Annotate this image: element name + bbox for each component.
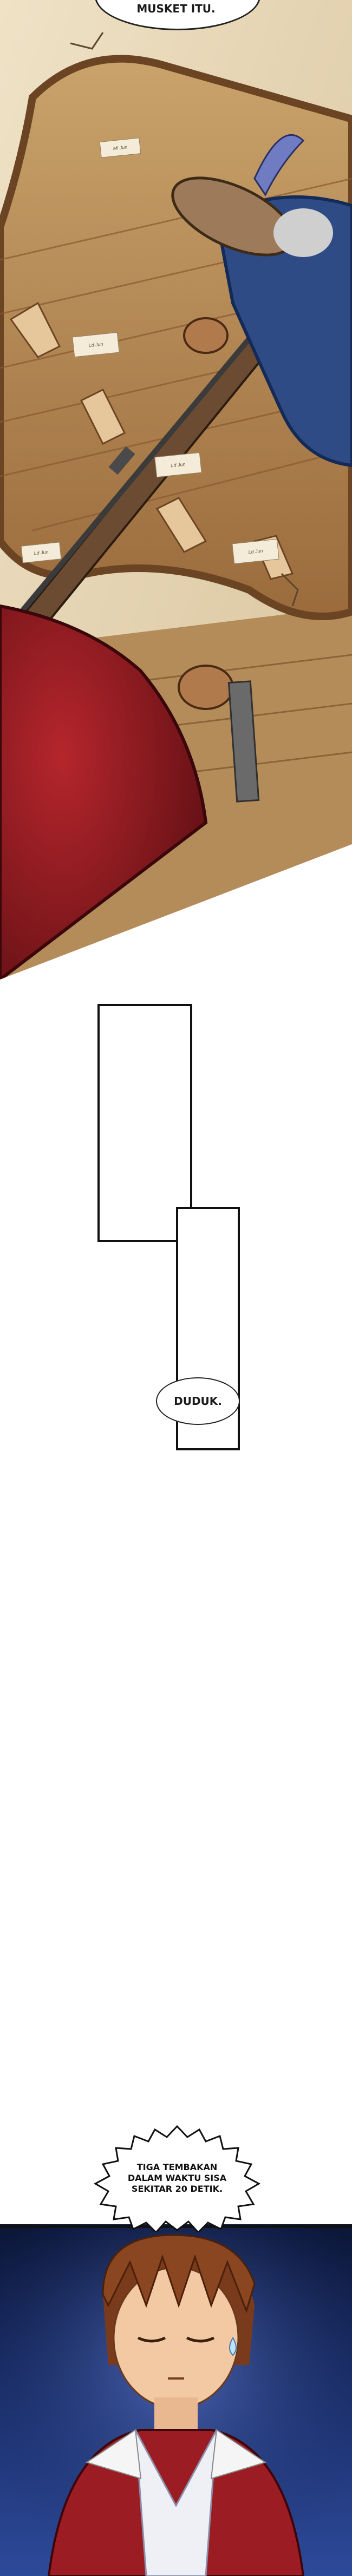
note-1-text: Ml Jun — [113, 144, 128, 152]
weapon-rack-panel — [0, 0, 352, 980]
speech-bubble-duduk-text: DUDUK. — [174, 1395, 222, 1408]
spiky-line-2: DALAM WAKTU SISA — [127, 2173, 227, 2183]
spiky-line-3: SEKITAR 20 DETIK. — [131, 2184, 223, 2194]
speech-bubble-duduk — [156, 1377, 240, 1425]
spiky-line-1: TIGA TEMBAKAN — [136, 2162, 218, 2172]
speech-bubble-spiky-text: TIGA TEMBAKAN DALAM WAKTU SISA SEKITAR 2… — [91, 2124, 263, 2232]
note-3-text: Ld Jun — [171, 461, 186, 469]
character-panel — [0, 2224, 352, 2576]
note-5-text: Ld Jun — [34, 549, 49, 556]
speech-bubble-spiky — [93, 2125, 261, 2232]
panel-frame-upper — [97, 1004, 192, 1242]
speech-bubble-top-text: MUSKET ITU. — [136, 2, 216, 15]
note-4-text: Ld Jun — [248, 548, 263, 555]
note-2-text: Ld Jun — [88, 341, 103, 349]
